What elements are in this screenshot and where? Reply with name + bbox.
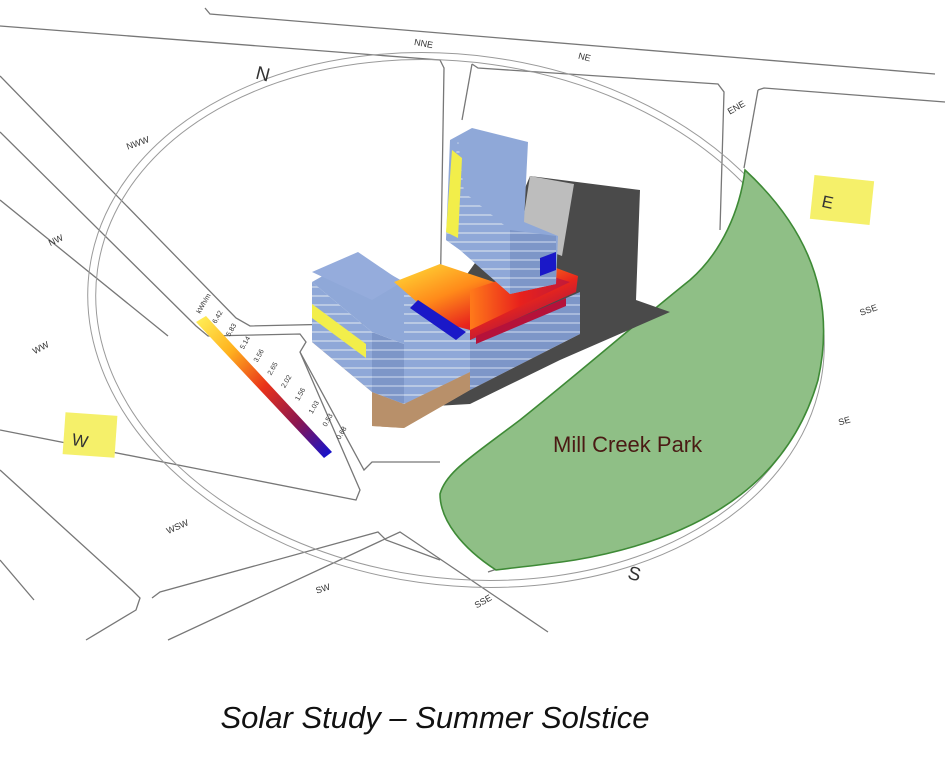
legend-tick-label: 1.56: [294, 387, 307, 402]
compass-ne: NE: [577, 51, 592, 64]
diagram-caption: Solar Study – Summer Solstice: [220, 700, 650, 735]
legend-tick-label: 3.56: [253, 348, 266, 363]
street-grid: [0, 7, 946, 641]
mill-creek-park: [439, 168, 825, 571]
west-highlight: [62, 412, 118, 458]
park-label: Mill Creek Park: [553, 432, 703, 457]
compass-se: SE: [837, 414, 851, 427]
compass-ww: WW: [31, 339, 51, 356]
compass-nww: NWW: [125, 134, 151, 152]
legend-tick-label: 5.14: [239, 335, 252, 350]
sunlit-facade-left: [312, 304, 366, 358]
compass-nne: NNE: [413, 37, 433, 50]
compass-sse-bottom: SSE: [473, 593, 494, 611]
compass-e: E: [820, 192, 835, 213]
legend-tick-label: 2.65: [267, 361, 280, 376]
compass-s: S: [626, 563, 643, 586]
compass-nw: NW: [47, 232, 65, 248]
compass-ene: ENE: [726, 99, 747, 117]
legend-tick-label: 1.03: [308, 400, 321, 415]
building-massing: [312, 128, 580, 428]
legend-tick-label: 6.42: [212, 310, 225, 325]
legend-tick-label: 2.02: [281, 374, 294, 389]
legend-tick-label: 0.53: [322, 413, 335, 428]
compass-sse-right: SSE: [858, 302, 878, 318]
legend-colorbar: [196, 316, 332, 458]
solar-study-diagram: kWh/m 6.425.835.143.562.652.021.561.030.…: [0, 7, 946, 641]
compass-n: N: [254, 63, 272, 87]
compass-sw: SW: [314, 582, 331, 596]
east-highlight: [809, 174, 875, 226]
compass-w: W: [70, 430, 90, 452]
legend-unit: kWh/m: [196, 292, 213, 315]
compass-wsw: WSW: [165, 517, 191, 536]
